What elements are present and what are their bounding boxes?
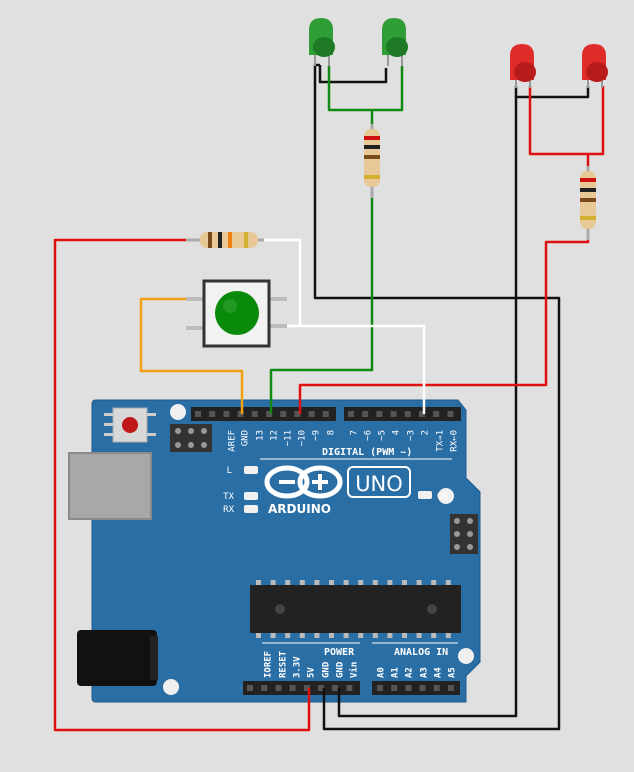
analog-pin-label: A1: [391, 667, 401, 678]
mounting-hole: [458, 648, 474, 664]
green-led-1[interactable]: [309, 18, 335, 66]
digital-pin-label: TX→1: [436, 430, 446, 452]
wire-green-pin12[interactable]: [269, 196, 374, 414]
resistor-green-leds[interactable]: [364, 124, 380, 198]
wire-red-pin10[interactable]: [298, 230, 590, 414]
push-button[interactable]: [186, 279, 287, 348]
red-led-1[interactable]: [510, 44, 536, 88]
atmega-chip: [250, 580, 461, 638]
reset-button[interactable]: [104, 407, 156, 443]
digital-pin-label: ~3: [407, 430, 417, 441]
svg-text:ON: ON: [437, 492, 448, 502]
digital-pin-label: ~11: [284, 430, 294, 446]
power-jack: [77, 630, 158, 686]
mounting-hole: [438, 488, 454, 504]
digital-pin-label: 13: [256, 430, 266, 441]
power-pin-label: RESET: [279, 650, 289, 678]
led-l: L: [227, 466, 258, 476]
power-pin-label: 3.3V: [293, 656, 303, 678]
usb-port: [68, 452, 152, 520]
green-led-2[interactable]: [382, 18, 408, 66]
svg-text:L: L: [227, 466, 232, 476]
digital-pin-label: ~5: [378, 430, 388, 441]
power-header: [243, 681, 460, 695]
power-pin-label: 5V: [307, 667, 317, 678]
analog-pin-label: A4: [434, 667, 444, 678]
power-pin-label: GND: [322, 661, 332, 678]
arduino-logo: [264, 465, 343, 499]
power-pin-label: Vin: [349, 662, 360, 678]
wire-white-pin2[interactable]: [284, 324, 426, 414]
led-rx: RX: [223, 505, 258, 515]
digital-pin-label: RX←0: [450, 430, 460, 452]
digital-pin-label: 8: [327, 430, 337, 435]
resistor-red-leds[interactable]: [580, 166, 596, 240]
digital-pin-label: 4: [392, 430, 402, 435]
digital-pin-label: AREF: [228, 430, 238, 452]
svg-text:TX: TX: [223, 492, 234, 502]
resistor-button[interactable]: [186, 232, 264, 248]
digital-pin-label: 2: [421, 430, 431, 435]
model-badge: UNO: [347, 466, 411, 498]
power-pin-label: GND: [336, 661, 346, 678]
wire-orange-gnd[interactable]: [139, 297, 244, 414]
led-on: ON: [418, 491, 448, 502]
digital-pin-label: ~10: [298, 430, 308, 446]
digital-header: [191, 407, 461, 421]
svg-text:RX: RX: [223, 505, 234, 515]
analog-pin-label: A0: [377, 667, 387, 678]
wire-black-gnd-red-leds[interactable]: [337, 86, 590, 718]
arduino-uno-board[interactable]: L TX RX ON DIGITAL (PWM ~) ARDUINO: [68, 399, 481, 703]
wire-red-5v[interactable]: [53, 238, 311, 732]
wire-black-green-led-link[interactable]: [318, 65, 388, 84]
analog-pin-label: A2: [405, 667, 415, 678]
led-tx: TX: [223, 492, 258, 502]
icsp-header: [170, 424, 212, 452]
analog-pin-label: A3: [420, 667, 430, 678]
digital-pin-label: GND: [241, 430, 251, 446]
analog-header-label: ANALOG IN: [394, 647, 448, 658]
mounting-hole: [163, 679, 179, 695]
analog-pin-label: A5: [448, 667, 458, 678]
digital-pin-label: 7: [350, 430, 360, 435]
icsp-header-right: [450, 514, 478, 554]
mounting-hole: [170, 404, 186, 420]
svg-text:UNO: UNO: [355, 472, 403, 496]
digital-pin-label: ~6: [364, 430, 374, 441]
power-header-label: POWER: [324, 647, 355, 658]
wire-green-led-anodes[interactable]: [327, 66, 404, 112]
brand-label: ARDUINO: [268, 502, 331, 516]
digital-header-label: DIGITAL (PWM ~): [322, 447, 412, 458]
wire-red-led-anodes[interactable]: [528, 86, 605, 156]
digital-pin-label: 12: [270, 430, 280, 441]
digital-pin-label: ~9: [312, 430, 322, 441]
red-led-2[interactable]: [582, 44, 608, 88]
power-pin-label: IOREF: [264, 651, 274, 678]
